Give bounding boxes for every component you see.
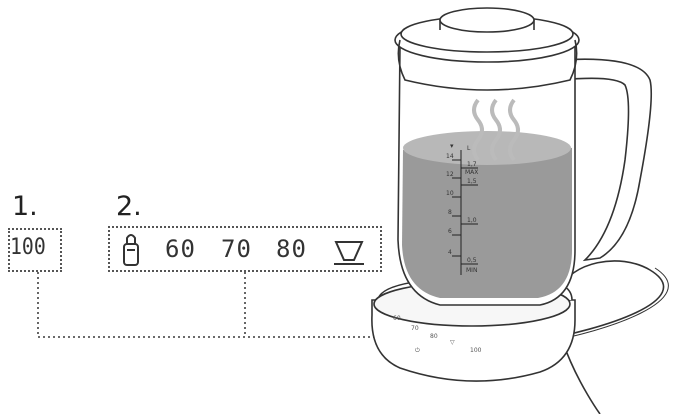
max-label: MAX: [465, 169, 478, 176]
step-1-label: 1.: [12, 191, 38, 222]
svg-text:⏻: ⏻: [415, 347, 420, 354]
base-control-panel: 60 70 80 ▽ 100 ⏻: [393, 315, 482, 354]
preset-60-button[interactable]: 60: [165, 235, 196, 263]
power-cord: [539, 260, 665, 414]
display-callout-box: [8, 228, 62, 272]
liter-unit-label: L: [467, 145, 471, 152]
svg-text:80: 80: [430, 333, 438, 340]
liter-05-label: 0,5: [467, 257, 477, 264]
svg-text:▽: ▽: [450, 339, 455, 346]
svg-text:100: 100: [470, 347, 482, 354]
steam-icon: [472, 98, 520, 162]
cup-6-label: 6: [448, 228, 452, 235]
measuring-scale: [452, 150, 478, 275]
kettle-handle: [559, 58, 653, 262]
water: [402, 138, 572, 298]
preset-80-button[interactable]: 80: [276, 235, 307, 263]
cup-10-label: 10: [446, 190, 454, 197]
coffee-filter-icon[interactable]: [334, 241, 364, 265]
step-2-label: 2.: [116, 191, 142, 222]
baby-bottle-icon[interactable]: [123, 234, 139, 266]
svg-text:▾: ▾: [450, 142, 454, 150]
callout-connectors: [37, 272, 426, 338]
svg-text:60: 60: [393, 315, 401, 322]
preset-callout-box: [108, 226, 382, 272]
liter-10-label: 1,0: [467, 217, 477, 224]
kettle-lid: [394, 7, 580, 91]
cup-4-label: 4: [448, 249, 452, 256]
scale-labels: ▾ 14 12 10 8 6 4 L 1,7 MAX 1,5 1,0 0,5 M…: [446, 142, 478, 274]
cup-14-label: 14: [446, 153, 454, 160]
liter-17-label: 1,7: [467, 161, 477, 168]
temperature-display: 100: [10, 235, 46, 260]
svg-text:70: 70: [411, 325, 419, 332]
cup-12-label: 12: [446, 171, 454, 178]
min-label: MIN: [466, 267, 477, 274]
cup-8-label: 8: [448, 209, 452, 216]
preset-70-button[interactable]: 70: [221, 235, 252, 263]
liter-15-label: 1,5: [467, 178, 477, 185]
